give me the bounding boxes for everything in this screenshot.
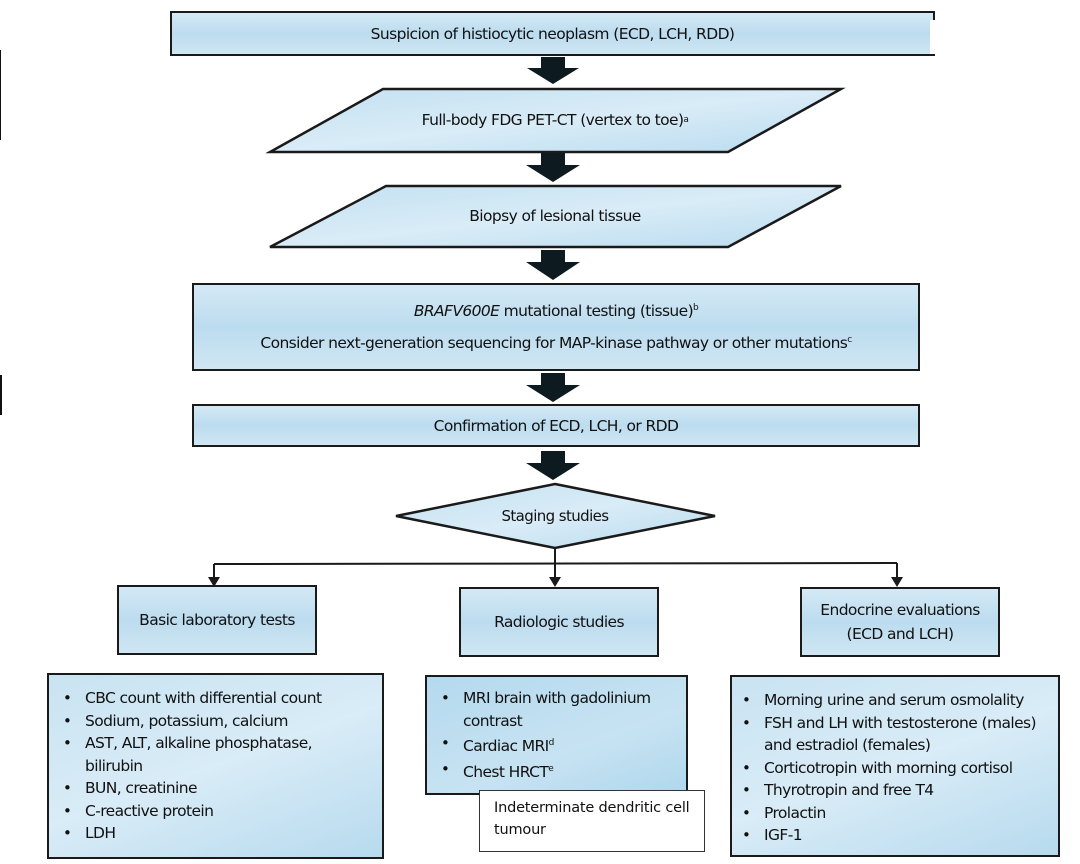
staging-text: Staging studies <box>501 507 609 525</box>
list-item-text: Chest HRCT <box>463 762 549 781</box>
radiologic-studies-title: Radiologic studies <box>494 613 624 631</box>
endocrine-evaluations-subtitle: (ECD and LCH) <box>846 625 955 643</box>
basic-lab-tests-box: Basic laboratory tests <box>117 585 317 655</box>
arrowhead-left <box>208 577 220 587</box>
arrowhead-center <box>549 577 561 587</box>
list-item: FSH and LH with testosterone (males) and… <box>738 712 1050 757</box>
biopsy-label: Biopsy of lesional tissue <box>300 196 810 236</box>
braf-testing-text: mutational testing (tissue) <box>499 302 694 320</box>
suspicion-box: Suspicion of histiocytic neoplasm (ECD, … <box>170 11 935 56</box>
list-item: Corticotropin with morning cortisol <box>738 757 1050 780</box>
list-item: Cardiac MRId <box>437 732 676 758</box>
footnote: d <box>548 738 555 748</box>
list-item: BUN, creatinine <box>59 777 372 800</box>
list-item-text: Cardiac MRI <box>463 737 549 756</box>
pet-ct-parallelogram <box>265 87 846 154</box>
list-item: Chest HRCTe <box>437 758 676 784</box>
pet-ct-footnote: a <box>683 115 689 125</box>
page-edge-mark <box>0 50 1 140</box>
arrowhead-right <box>891 577 903 587</box>
list-item: LDH <box>59 822 372 845</box>
confirmation-text: Confirmation of ECD, LCH, or RDD <box>433 416 679 435</box>
ngs-line: Consider next-generation sequencing for … <box>260 334 852 352</box>
list-item: Sodium, potassium, calcium <box>59 710 372 733</box>
list-item: IGF-1 <box>738 824 1050 847</box>
indeterminate-note: Indeterminate dendritic cell tumour <box>479 790 705 852</box>
list-item: Prolactin <box>738 802 1050 825</box>
list-item: MRI brain with gadolinium contrast <box>437 687 676 732</box>
list-item: AST, ALT, alkaline phosphatase, bilirubi… <box>59 732 372 777</box>
radiologic-studies-list: MRI brain with gadolinium contrast Cardi… <box>425 675 688 795</box>
radiologic-studies-box: Radiologic studies <box>459 587 659 657</box>
braf-testing-line: BRAFV600E mutational testing (tissue)b <box>413 302 699 320</box>
confirmation-box: Confirmation of ECD, LCH, or RDD <box>192 404 920 447</box>
biopsy-text: Biopsy of lesional tissue <box>469 207 641 225</box>
staging-label: Staging studies <box>455 500 655 532</box>
endocrine-evaluations-list: Morning urine and serum osmolality FSH a… <box>730 675 1060 857</box>
block-arrow-5 <box>526 451 580 480</box>
block-arrow-1 <box>527 57 579 84</box>
endocrine-evaluations-box: Endocrine evaluations (ECD and LCH) <box>800 587 1000 657</box>
list-item: Morning urine and serum osmolality <box>738 689 1050 712</box>
braf-gene: BRAFV600E <box>413 302 500 320</box>
branch-connector <box>213 548 898 580</box>
ngs-text: Consider next-generation sequencing for … <box>260 334 848 352</box>
note-text: Indeterminate dendritic cell tumour <box>494 800 690 838</box>
block-arrow-3 <box>526 250 580 280</box>
list-item: Thyrotropin and free T4 <box>738 779 1050 802</box>
braf-footnote: b <box>693 302 699 313</box>
block-arrow-2 <box>526 153 580 182</box>
biopsy-parallelogram <box>269 184 842 249</box>
list-item: C-reactive protein <box>59 800 372 823</box>
box-edge-highlight <box>930 20 935 54</box>
ngs-footnote: c <box>847 334 852 345</box>
basic-lab-tests-title: Basic laboratory tests <box>139 611 295 629</box>
pet-ct-text: Full-body FDG PET-CT (vertex to toe) <box>421 111 684 129</box>
endocrine-evaluations-title: Endocrine evaluations <box>820 601 980 619</box>
list-item-text: MRI brain with gadolinium contrast <box>463 689 651 730</box>
block-arrow-4 <box>526 373 580 402</box>
page-edge-mark <box>0 375 2 415</box>
suspicion-text: Suspicion of histiocytic neoplasm (ECD, … <box>370 24 735 43</box>
braf-testing-box: BRAFV600E mutational testing (tissue)b C… <box>192 283 920 371</box>
basic-lab-tests-list: CBC count with differential count Sodium… <box>47 673 384 859</box>
list-item: CBC count with differential count <box>59 687 372 710</box>
footnote: e <box>548 763 554 774</box>
pet-ct-label: Full-body FDG PET-CT (vertex to toe)a <box>300 100 810 140</box>
